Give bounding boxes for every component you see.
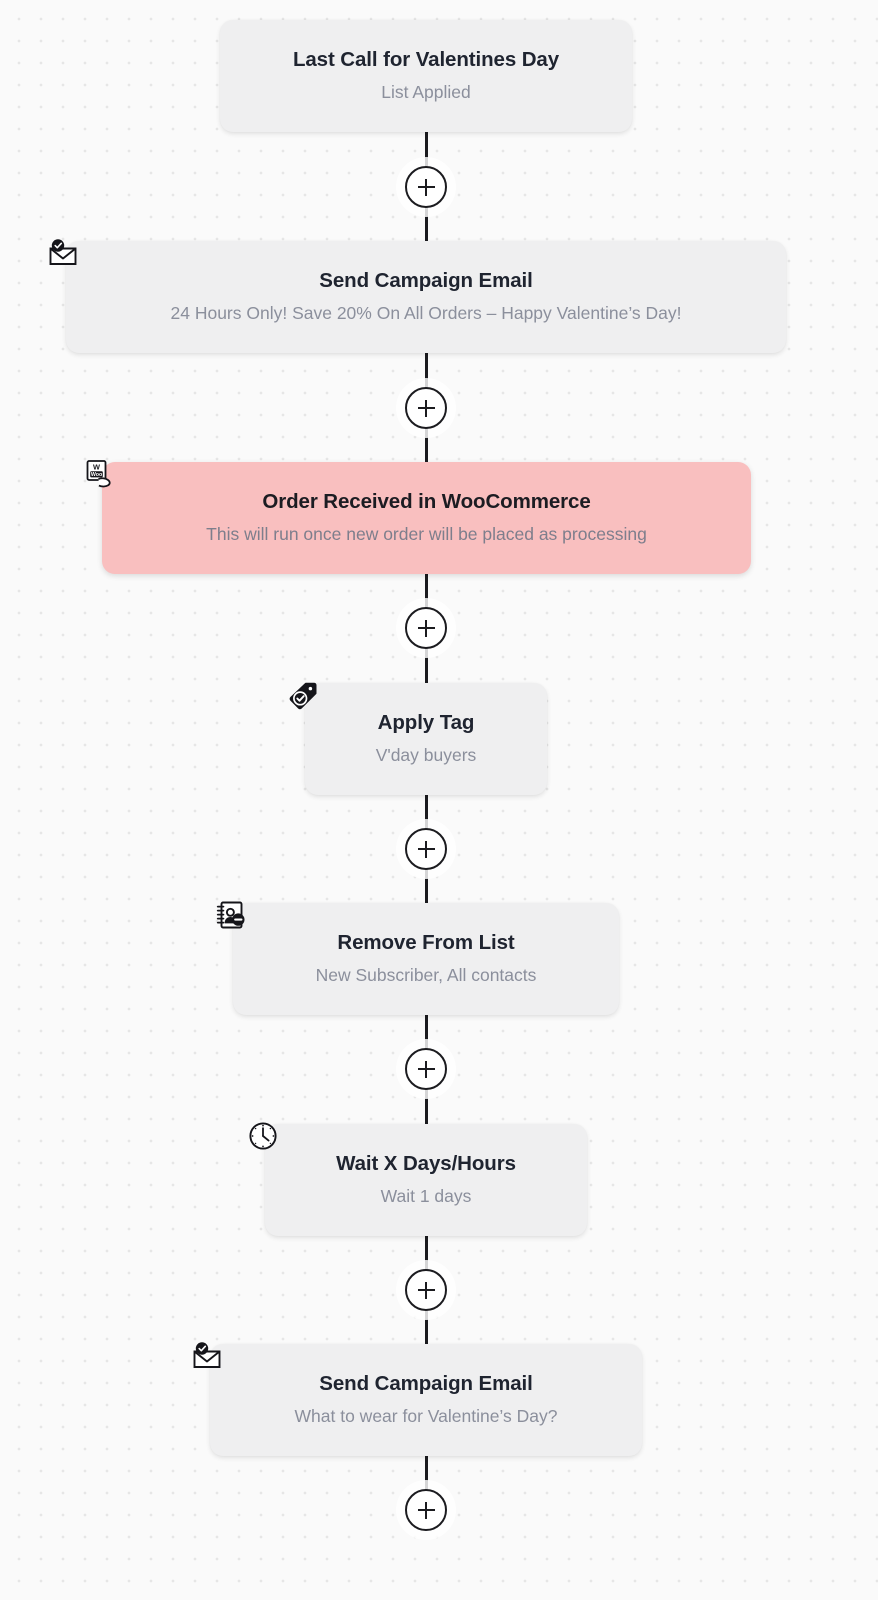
node-title: Send Campaign Email (319, 1372, 533, 1396)
node-title: Wait X Days/Hours (336, 1152, 516, 1176)
add-step-button[interactable] (405, 387, 447, 429)
node-title: Order Received in WooCommerce (262, 490, 591, 514)
connector-line (425, 868, 428, 905)
connector-line (425, 206, 428, 243)
add-step-button[interactable] (405, 1269, 447, 1311)
connector-line (425, 647, 428, 685)
tag-icon (285, 677, 321, 713)
woocommerce-icon: W Woo (82, 456, 118, 492)
connector-line (425, 427, 428, 464)
add-step-button[interactable] (405, 607, 447, 649)
send-email-icon (190, 1338, 226, 1374)
connector-line (425, 1015, 428, 1050)
add-step-button[interactable] (405, 1048, 447, 1090)
svg-text:W: W (93, 462, 100, 471)
node-title: Send Campaign Email (319, 269, 533, 293)
node-subtitle: New Subscriber, All contacts (315, 965, 537, 986)
add-step-button[interactable] (405, 828, 447, 870)
clock-icon (245, 1118, 281, 1154)
add-step-button[interactable] (405, 166, 447, 208)
node-subtitle: List Applied (381, 82, 471, 103)
connector-line (425, 1309, 428, 1346)
workflow-node-send-campaign-email-1[interactable]: Send Campaign Email 24 Hours Only! Save 2… (49, 239, 786, 353)
node-subtitle: What to wear for Valentine’s Day? (294, 1406, 558, 1427)
connector-line (425, 574, 428, 609)
connector-line (425, 795, 428, 830)
node-title: Apply Tag (377, 711, 475, 735)
connector-line (425, 132, 428, 168)
node-subtitle: V'day buyers (375, 745, 477, 766)
remove-contact-icon (213, 897, 249, 933)
node-subtitle: This will run once new order will be pla… (206, 524, 647, 545)
node-title: Remove From List (337, 931, 515, 955)
connector-line (425, 1236, 428, 1271)
node-subtitle: 24 Hours Only! Save 20% On All Orders – … (170, 303, 682, 324)
connector-line (425, 353, 428, 389)
add-step-button[interactable] (405, 1489, 447, 1531)
connector-line (425, 1088, 428, 1126)
connector-line (425, 1456, 428, 1491)
node-subtitle: Wait 1 days (380, 1186, 472, 1207)
svg-text:Woo: Woo (91, 472, 103, 478)
node-title: Last Call for Valentines Day (292, 48, 560, 72)
send-email-icon (46, 235, 82, 271)
